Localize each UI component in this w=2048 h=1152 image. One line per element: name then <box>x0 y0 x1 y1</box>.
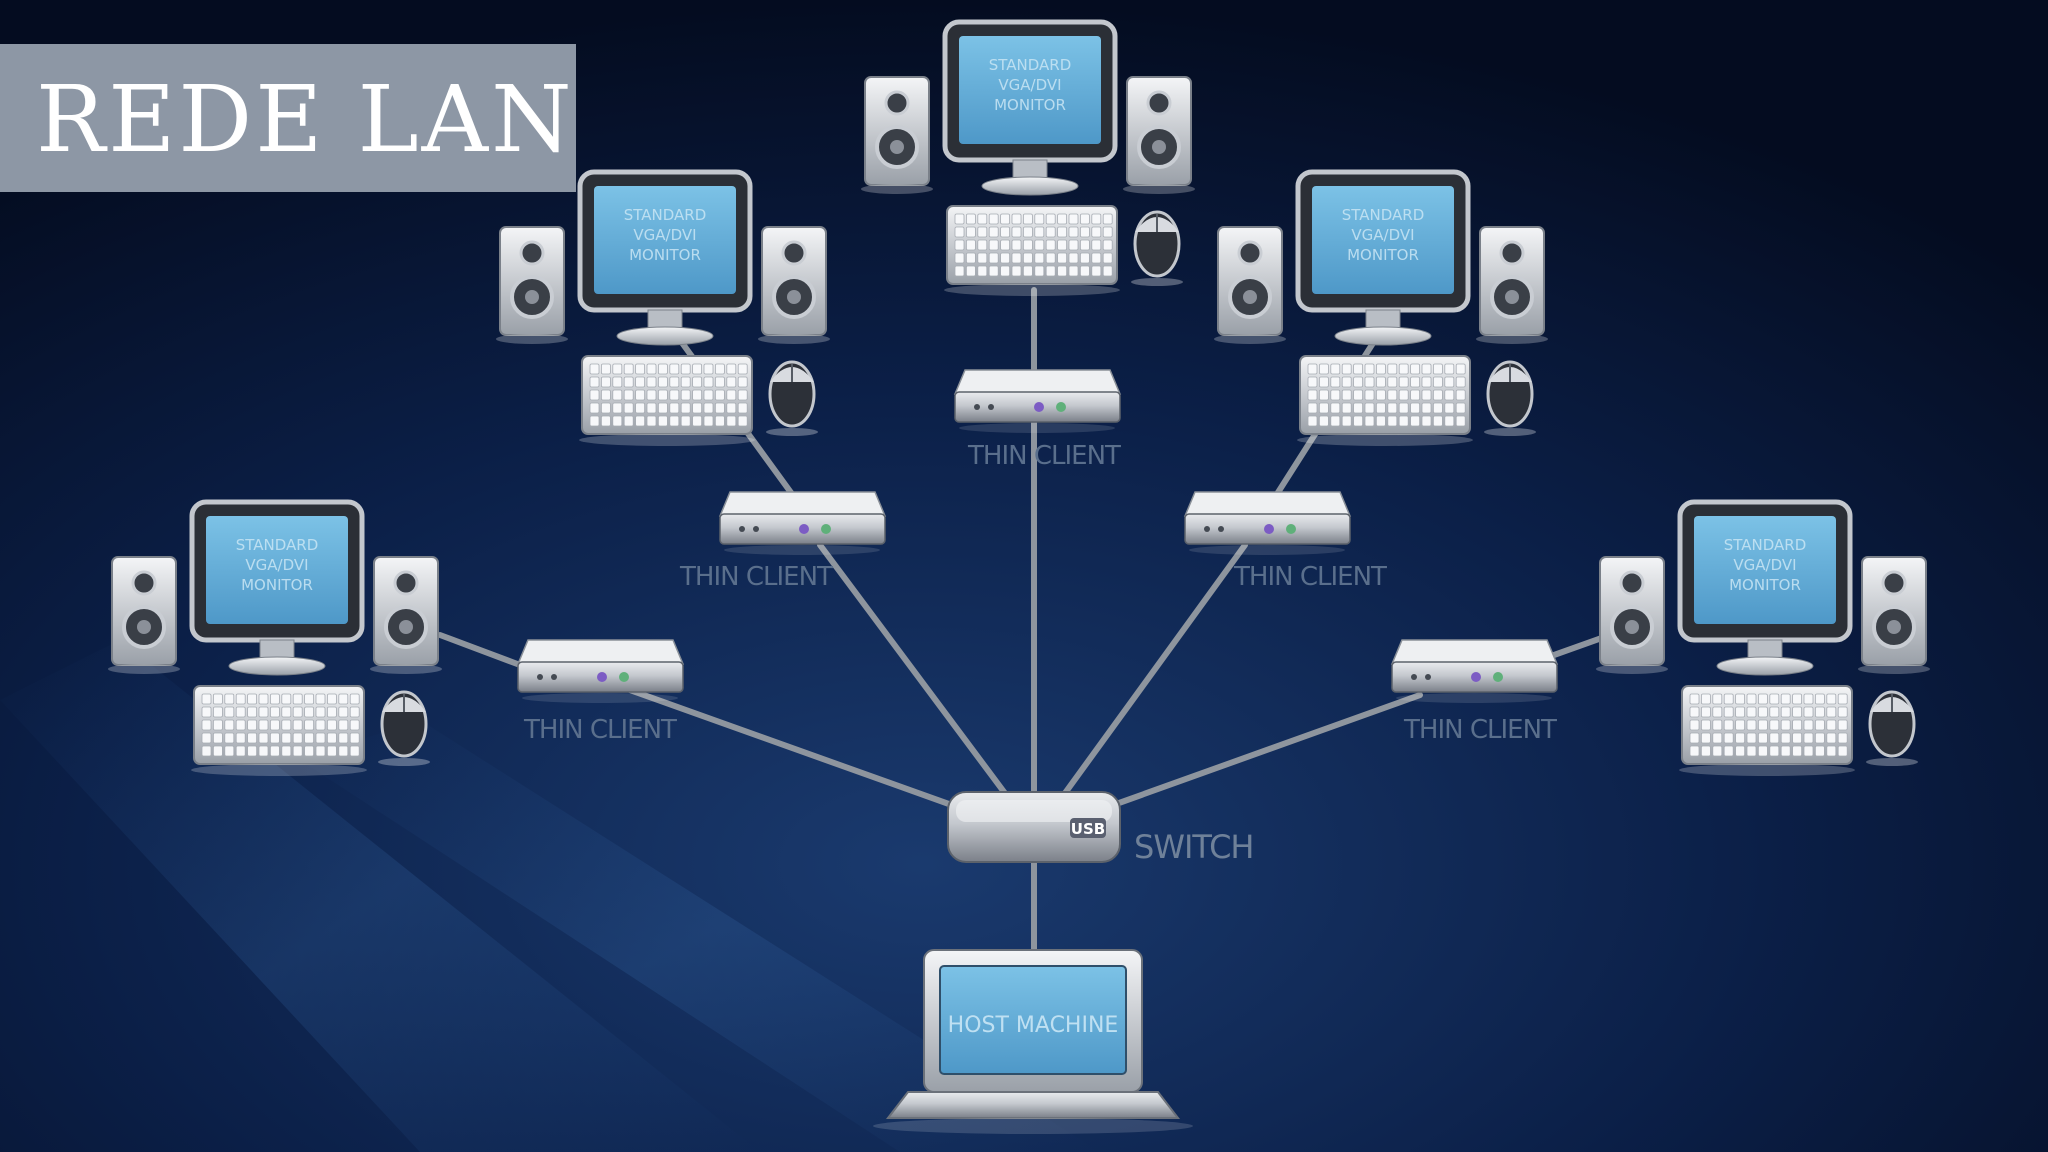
monitor-screen <box>206 516 348 624</box>
monitor-screen <box>959 36 1101 144</box>
thin-client-device <box>1183 491 1352 555</box>
workstation-top: STANDARD VGA/DVI MONITOR <box>861 19 1195 296</box>
thin-client-label: THIN CLIENT <box>967 441 1121 471</box>
workstation-upper-left: STANDARD VGA/DVI MONITOR <box>496 169 830 446</box>
monitor-text-line: MONITOR <box>1729 576 1801 594</box>
cable-l-switch <box>627 687 963 811</box>
monitor-text-line: STANDARD <box>624 206 707 224</box>
thin-client-device <box>1390 639 1559 703</box>
keyboard-icon <box>944 205 1120 296</box>
thin-client-label: THIN CLIENT <box>523 715 677 745</box>
monitor-text-line: MONITOR <box>241 576 313 594</box>
switch-label: SWITCH <box>1134 828 1253 866</box>
host-label: HOST MACHINE <box>948 1013 1119 1038</box>
right-speaker-icon <box>758 226 830 344</box>
keyboard-icon <box>579 355 755 446</box>
monitor-screen <box>594 186 736 294</box>
monitor-text-line: VGA/DVI <box>1351 226 1414 244</box>
monitor: STANDARD VGA/DVI MONITOR <box>189 499 365 676</box>
monitor: STANDARD VGA/DVI MONITOR <box>1295 169 1471 346</box>
cable-ur-switch <box>1057 542 1248 803</box>
thin-client-label: THIN CLIENT <box>1233 562 1387 592</box>
left-speaker-icon <box>108 556 180 674</box>
keyboard-icon <box>1297 355 1473 446</box>
cable-r-switch <box>1102 692 1423 811</box>
switch: USB <box>947 791 1121 863</box>
keyboard-icon <box>1679 685 1855 776</box>
cable-l-pc <box>437 632 523 668</box>
thin-client-label: THIN CLIENT <box>1403 715 1557 745</box>
right-speaker-icon <box>1123 76 1195 194</box>
left-speaker-icon <box>496 226 568 344</box>
monitor-screen <box>1312 186 1454 294</box>
monitor-text-line: MONITOR <box>1347 246 1419 264</box>
monitor-screen <box>1694 516 1836 624</box>
monitor-text-line: VGA/DVI <box>245 556 308 574</box>
page-title: REDE LAN <box>36 66 575 173</box>
monitor: STANDARD VGA/DVI MONITOR <box>577 169 753 346</box>
monitor-text-line: STANDARD <box>236 536 319 554</box>
monitor-text-line: VGA/DVI <box>998 76 1061 94</box>
workstations: STANDARD VGA/DVI MONITOR STANDARD VGA/DVI MON… <box>108 19 1930 776</box>
left-speaker-icon <box>861 76 933 194</box>
thin-client-device <box>718 491 887 555</box>
monitor: STANDARD VGA/DVI MONITOR <box>1677 499 1853 676</box>
mouse-icon <box>766 360 818 436</box>
monitor-text-line: MONITOR <box>629 246 701 264</box>
host-machine: HOST MACHINE <box>873 949 1193 1134</box>
background-streak <box>300 720 1100 1152</box>
mouse-icon <box>378 690 430 766</box>
monitor-text-line: MONITOR <box>994 96 1066 114</box>
monitor-text-line: STANDARD <box>1342 206 1425 224</box>
right-speaker-icon <box>1476 226 1548 344</box>
thin-client-device <box>516 639 685 703</box>
right-speaker-icon <box>1858 556 1930 674</box>
right-speaker-icon <box>370 556 442 674</box>
workstation-left: STANDARD VGA/DVI MONITOR <box>108 499 442 776</box>
left-speaker-icon <box>1596 556 1668 674</box>
cable-ul-switch <box>817 542 1013 803</box>
monitor-text-line: VGA/DVI <box>1733 556 1796 574</box>
background-streak <box>0 640 760 1152</box>
keyboard-icon <box>191 685 367 776</box>
switch-usb-label: USB <box>1071 820 1105 838</box>
workstation-right: STANDARD VGA/DVI MONITOR <box>1596 499 1930 776</box>
host-screen <box>939 965 1127 1075</box>
workstation-upper-right: STANDARD VGA/DVI MONITOR <box>1214 169 1548 446</box>
thin-clients: THIN CLIENT THIN CLIENT THIN CLIENT THIN CL… <box>516 369 1559 745</box>
mouse-icon <box>1131 210 1183 286</box>
monitor: STANDARD VGA/DVI MONITOR <box>942 19 1118 196</box>
mouse-icon <box>1484 360 1536 436</box>
mouse-icon <box>1866 690 1918 766</box>
monitor-text-line: STANDARD <box>1724 536 1807 554</box>
title-box: REDE LAN <box>0 44 576 192</box>
laptop-base <box>885 1091 1181 1119</box>
monitor-text-line: VGA/DVI <box>633 226 696 244</box>
monitor-text-line: STANDARD <box>989 56 1072 74</box>
left-speaker-icon <box>1214 226 1286 344</box>
thin-client-label: THIN CLIENT <box>679 562 833 592</box>
thin-client-device <box>953 369 1122 433</box>
